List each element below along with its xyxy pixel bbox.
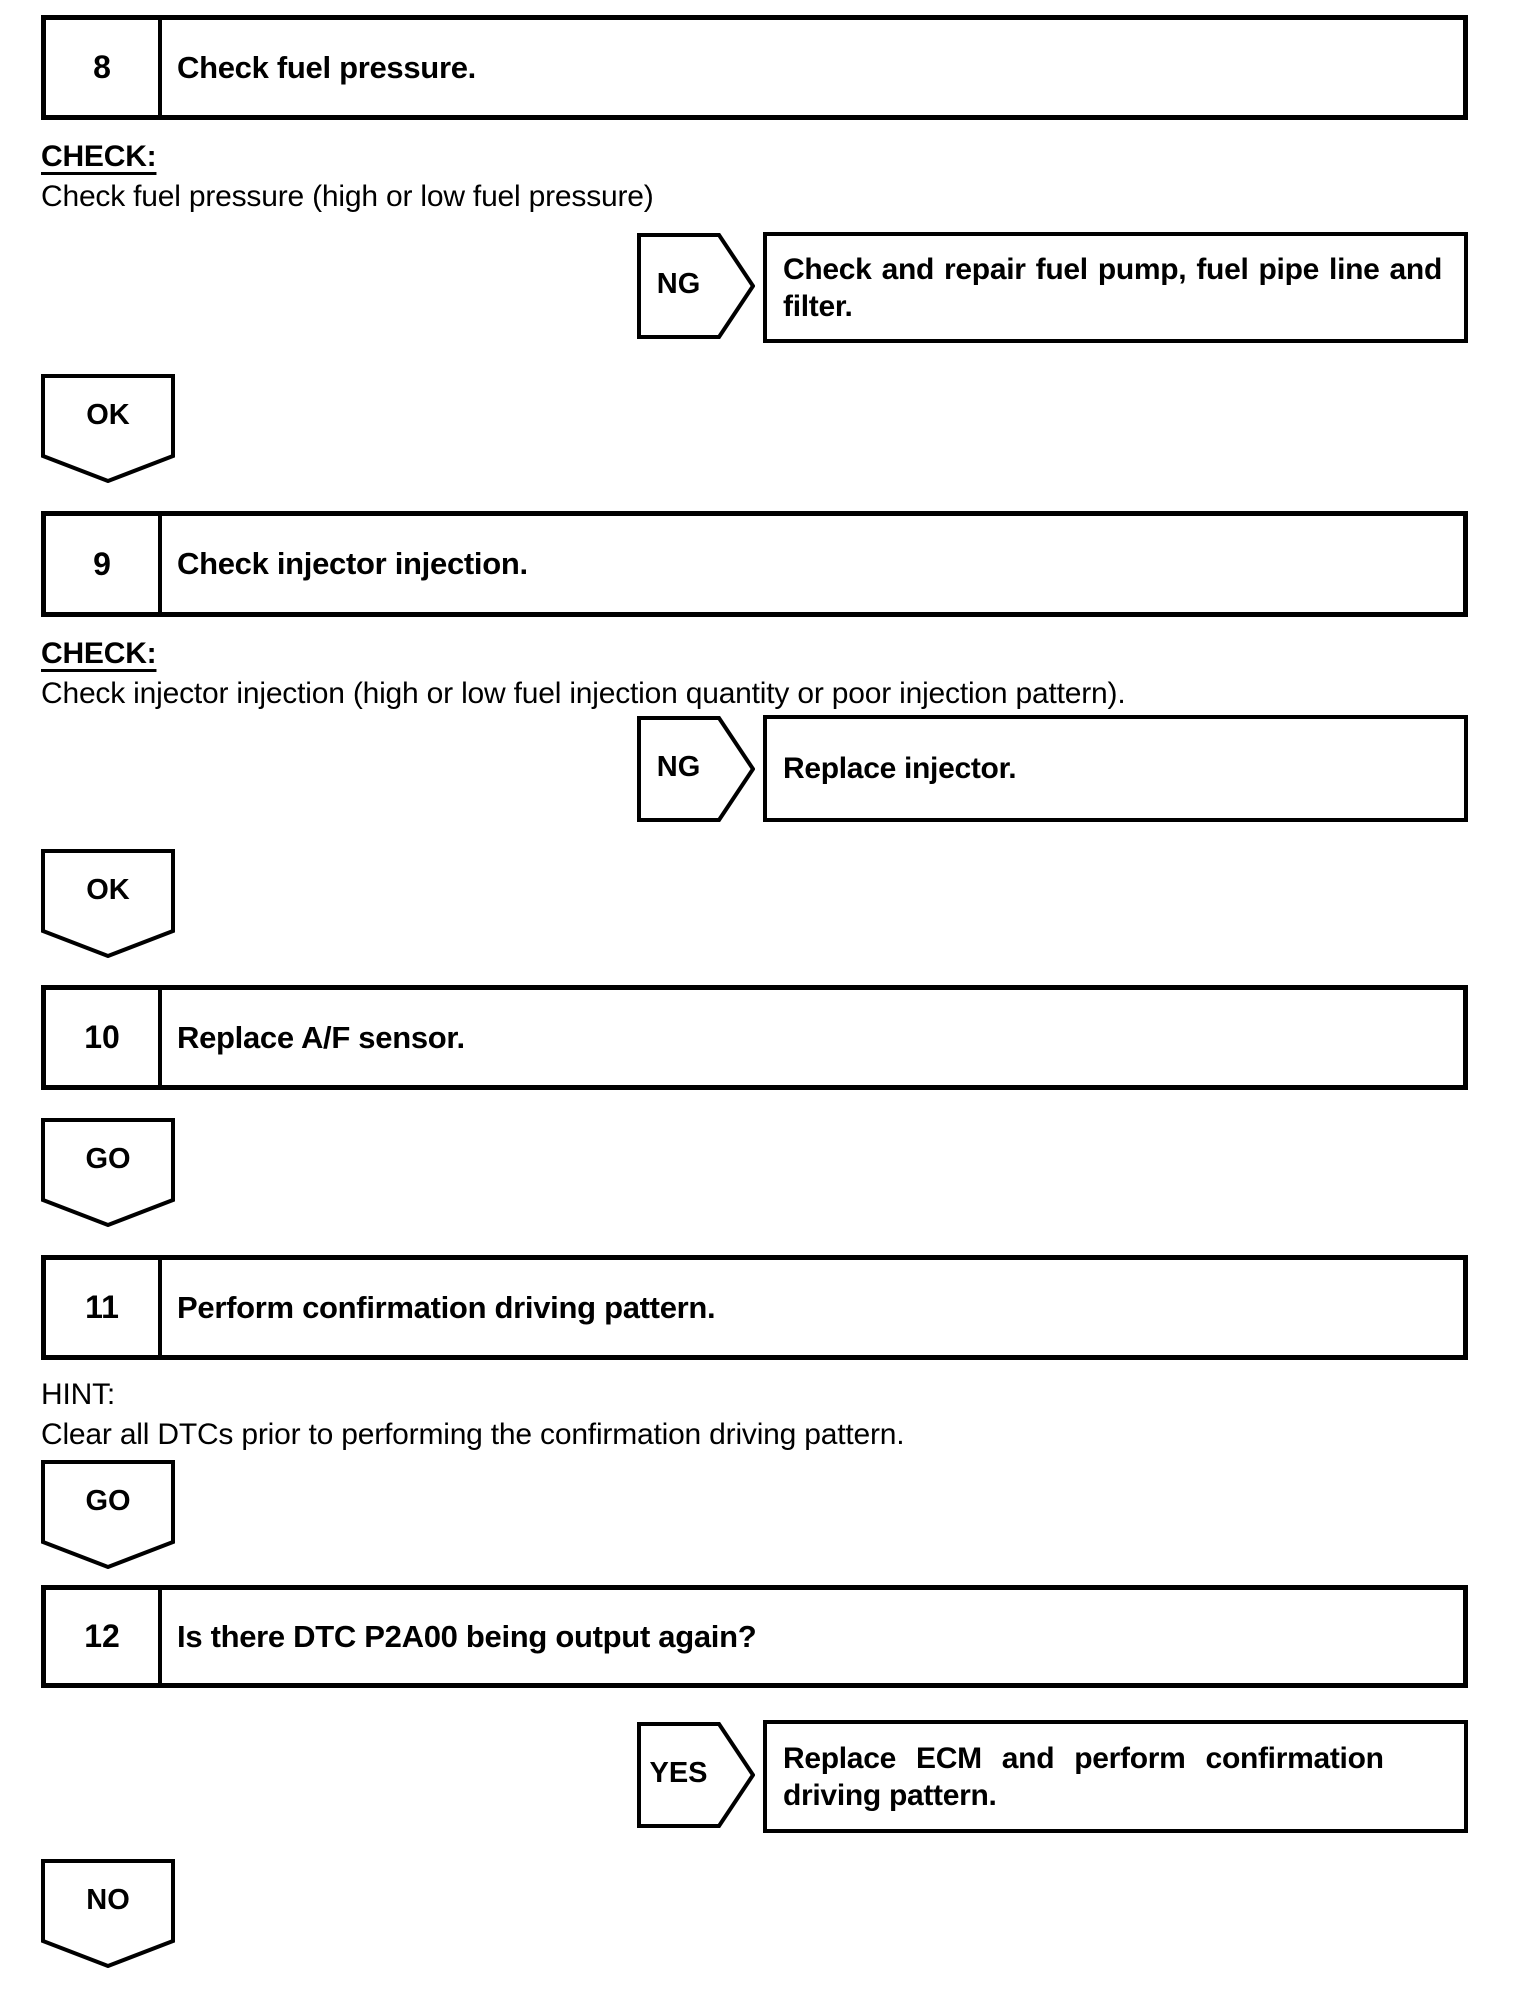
connector-label: GO xyxy=(85,1143,131,1175)
step-number: 9 xyxy=(46,516,162,612)
step-title: Check fuel pressure. xyxy=(177,49,476,85)
branch-text-line: Replace ECM and perform confirmation xyxy=(783,1741,1384,1775)
connector-label: OK xyxy=(86,874,130,906)
step-number: 12 xyxy=(46,1590,162,1683)
branch-result-box: Replace injector. xyxy=(763,715,1468,822)
ok-connector: OK xyxy=(41,849,175,958)
branch-result-box: Replace ECM and perform confirmation dri… xyxy=(763,1720,1468,1833)
pentagon-down-icon xyxy=(41,849,175,958)
check-body: Check injector injection (high or low fu… xyxy=(41,677,1126,710)
connector-label: YES xyxy=(649,1756,708,1789)
connector-label: OK xyxy=(86,399,130,431)
branch-text-line: Replace injector. xyxy=(783,752,1017,785)
branch-text-line: filter. xyxy=(783,289,853,323)
step-number: 8 xyxy=(46,20,162,115)
no-connector: NO xyxy=(41,1859,175,1968)
connector-label: NG xyxy=(656,750,701,783)
check-label: CHECK: xyxy=(41,637,157,670)
ng-connector: NG xyxy=(637,716,755,822)
hint-label: HINT: xyxy=(41,1378,116,1411)
step-box-12: 12 Is there DTC P2A00 being output again… xyxy=(41,1585,1468,1688)
step-box-9: 9 Check injector injection. xyxy=(41,511,1468,617)
pentagon-down-icon xyxy=(41,1118,175,1227)
step-title: Is there DTC P2A00 being output again? xyxy=(177,1618,757,1654)
pentagon-right-icon xyxy=(637,716,755,822)
branch-text-line: Check and repair fuel pump, fuel pipe li… xyxy=(783,252,1442,286)
pentagon-right-icon xyxy=(637,233,755,339)
go-connector: GO xyxy=(41,1118,175,1227)
branch-text-line: driving pattern. xyxy=(783,1778,997,1812)
step-number: 11 xyxy=(46,1260,162,1355)
connector-label: NG xyxy=(656,267,701,300)
branch-result-box: Check and repair fuel pump, fuel pipe li… xyxy=(763,232,1468,343)
pentagon-down-icon xyxy=(41,1859,175,1968)
step-box-8: 8 Check fuel pressure. xyxy=(41,15,1468,120)
step-box-10: 10 Replace A/F sensor. xyxy=(41,985,1468,1090)
ng-connector: NG xyxy=(637,233,755,339)
step-box-11: 11 Perform confirmation driving pattern. xyxy=(41,1255,1468,1360)
connector-label: GO xyxy=(85,1485,131,1517)
pentagon-right-icon xyxy=(637,1722,755,1828)
check-body: Check fuel pressure (high or low fuel pr… xyxy=(41,180,654,213)
pentagon-down-icon xyxy=(41,1460,175,1569)
step-title: Perform confirmation driving pattern. xyxy=(177,1289,716,1325)
step-title: Replace A/F sensor. xyxy=(177,1019,465,1055)
hint-body: Clear all DTCs prior to performing the c… xyxy=(41,1418,905,1451)
go-connector: GO xyxy=(41,1460,175,1569)
pentagon-down-icon xyxy=(41,374,175,483)
ok-connector: OK xyxy=(41,374,175,483)
check-label: CHECK: xyxy=(41,140,157,173)
step-number: 10 xyxy=(46,990,162,1085)
yes-connector: YES xyxy=(637,1722,755,1828)
step-title: Check injector injection. xyxy=(177,546,528,581)
connector-label: NO xyxy=(86,1884,130,1916)
